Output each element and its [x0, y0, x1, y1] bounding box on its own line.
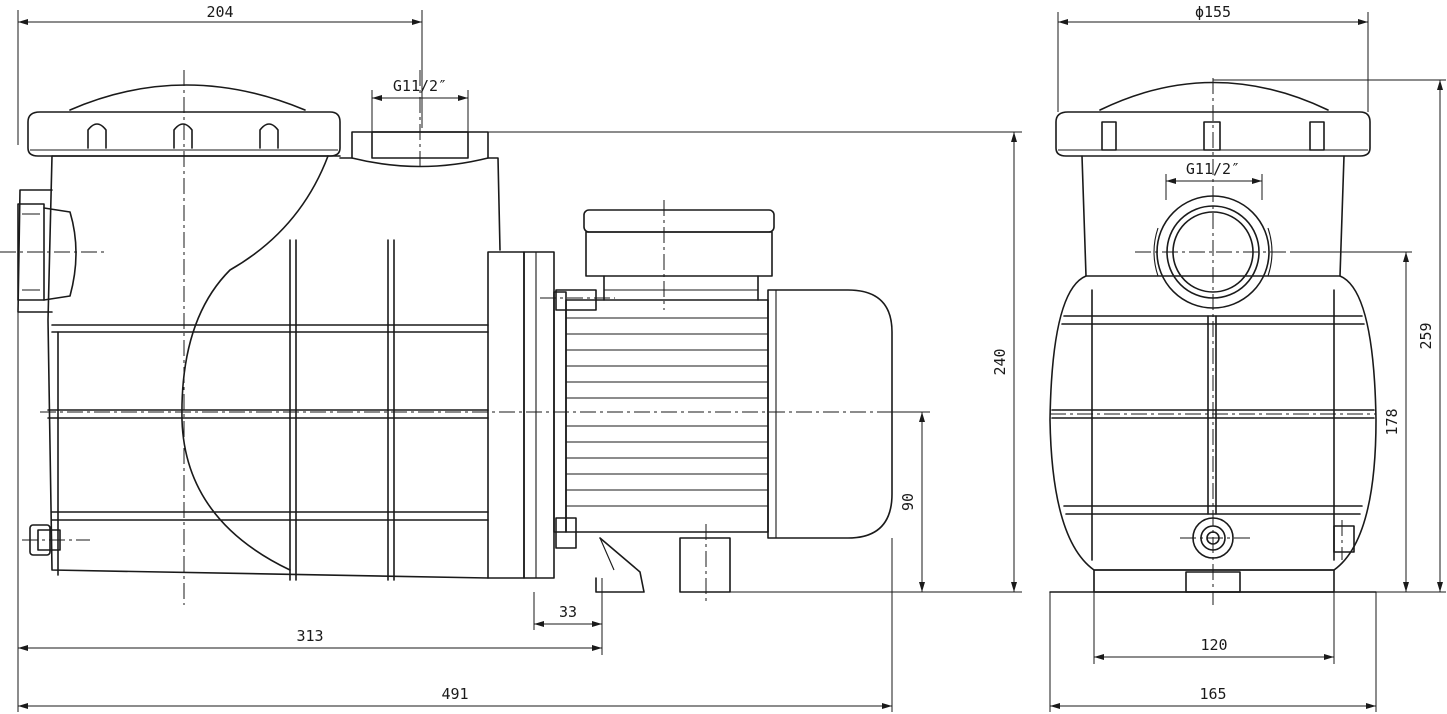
dim-178: 178: [1383, 408, 1401, 435]
strainer-lid: [27, 84, 341, 157]
motor-feet: [595, 537, 731, 593]
dim-259: 259: [1417, 322, 1435, 349]
terminal-box: [583, 209, 775, 301]
outlet-connector: [339, 131, 501, 251]
dim-303: 313: [296, 627, 323, 645]
dim-120: 120: [1200, 636, 1227, 654]
dim-33: 33: [559, 603, 577, 621]
side-view: [0, 70, 930, 605]
dim-thread-front: G11/2″: [1186, 160, 1240, 178]
front-view: [1049, 78, 1377, 605]
dim-204: 204: [206, 3, 233, 21]
side-dimensions: 204 G11/2″ 240 90 33 313 491: [17, 3, 1022, 712]
dim-90: 90: [899, 493, 917, 511]
cage-grid: [47, 239, 489, 581]
motor: [553, 289, 893, 549]
dim-thread-side: G11/2″: [393, 77, 447, 95]
dim-491: 491: [441, 685, 468, 703]
pump-flange: [487, 251, 555, 579]
strainer-housing: [47, 155, 489, 579]
dim-phi155: ϕ155: [1195, 3, 1231, 21]
inlet-connector: [17, 189, 77, 313]
dim-165: 165: [1199, 685, 1226, 703]
front-dimensions: ϕ155 G11/2″ 259 178 120 165: [1049, 3, 1446, 712]
dim-240: 240: [991, 348, 1009, 375]
